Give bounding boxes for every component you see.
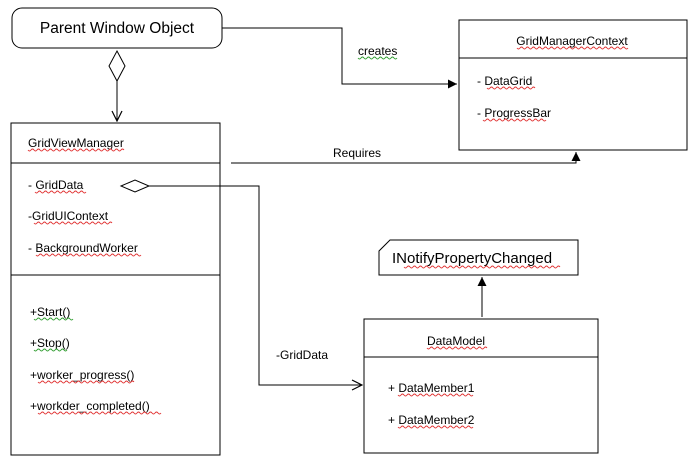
edge-parent-aggregates-gridviewmanager bbox=[108, 49, 126, 121]
parent-window-node: Parent Window Object bbox=[11, 7, 223, 49]
data-model-title: DataModel bbox=[427, 334, 485, 348]
grid-view-manager-method: +Stop() bbox=[30, 336, 70, 350]
grid-view-manager-method: +Start() bbox=[30, 305, 70, 319]
grid-view-manager-attr: -GridUIContext bbox=[28, 209, 109, 223]
grid-view-manager-attr: - GridData bbox=[28, 178, 84, 192]
grid-view-manager-box bbox=[10, 122, 221, 456]
spellcheck-underline bbox=[486, 86, 536, 90]
spellcheck-underline bbox=[33, 221, 113, 225]
spellcheck-underline bbox=[426, 346, 488, 350]
spellcheck-underline bbox=[33, 348, 68, 352]
grid-manager-context-attr: - ProgressBar bbox=[477, 106, 551, 120]
spellcheck-underline bbox=[516, 46, 629, 50]
data-model-attr: + DataMember2 bbox=[388, 413, 475, 427]
spellcheck-underline bbox=[34, 190, 87, 194]
griddata-label: -GridData bbox=[276, 348, 328, 362]
creates-label: creates bbox=[358, 44, 397, 58]
grid-view-manager-attr: - BackgroundWorker bbox=[28, 241, 138, 255]
edge-requires: Requires bbox=[231, 146, 581, 164]
creates-line bbox=[222, 27, 457, 89]
data-model-box bbox=[363, 318, 599, 454]
spellcheck-underline bbox=[482, 118, 547, 122]
grid-view-manager-method: +workder_completed() bbox=[30, 399, 150, 413]
spellcheck-underline bbox=[397, 393, 474, 397]
griddata-line bbox=[149, 185, 362, 385]
inotify-title: INotifyPropertyChanged bbox=[392, 250, 552, 267]
spellcheck-underline bbox=[357, 56, 398, 60]
grid-view-manager-class: GridViewManager - GridData -GridUIContex… bbox=[10, 122, 221, 456]
grid-manager-context-attr: - DataGrid bbox=[477, 74, 532, 88]
spellcheck-underline bbox=[37, 411, 162, 415]
spellcheck-underline bbox=[403, 265, 561, 269]
data-model-attr: + DataMember1 bbox=[388, 381, 475, 395]
spellcheck-underline bbox=[33, 317, 74, 321]
requires-label: Requires bbox=[333, 146, 381, 160]
grid-view-manager-title: GridViewManager bbox=[28, 136, 124, 150]
requires-line bbox=[231, 152, 581, 164]
spellcheck-underline bbox=[27, 148, 125, 152]
grid-manager-context-class: GridManagerContext - DataGrid - Progress… bbox=[458, 19, 688, 151]
edge-griddata: -GridData bbox=[119, 179, 362, 385]
grid-view-manager-method: +worker_progress() bbox=[30, 368, 134, 382]
aggregation-diamond bbox=[108, 49, 126, 83]
spellcheck-underline bbox=[37, 380, 135, 384]
edge-creates: creates bbox=[222, 27, 457, 89]
grid-manager-context-title: GridManagerContext bbox=[516, 34, 628, 48]
parent-window-title: Parent Window Object bbox=[40, 20, 195, 37]
spellcheck-underline bbox=[397, 425, 474, 429]
spellcheck-underline bbox=[35, 253, 142, 257]
grid-manager-context-box bbox=[458, 19, 688, 151]
inotify-interface-node: INotifyPropertyChanged bbox=[378, 239, 579, 276]
data-model-class: DataModel + DataMember1 + DataMember2 bbox=[363, 318, 599, 454]
